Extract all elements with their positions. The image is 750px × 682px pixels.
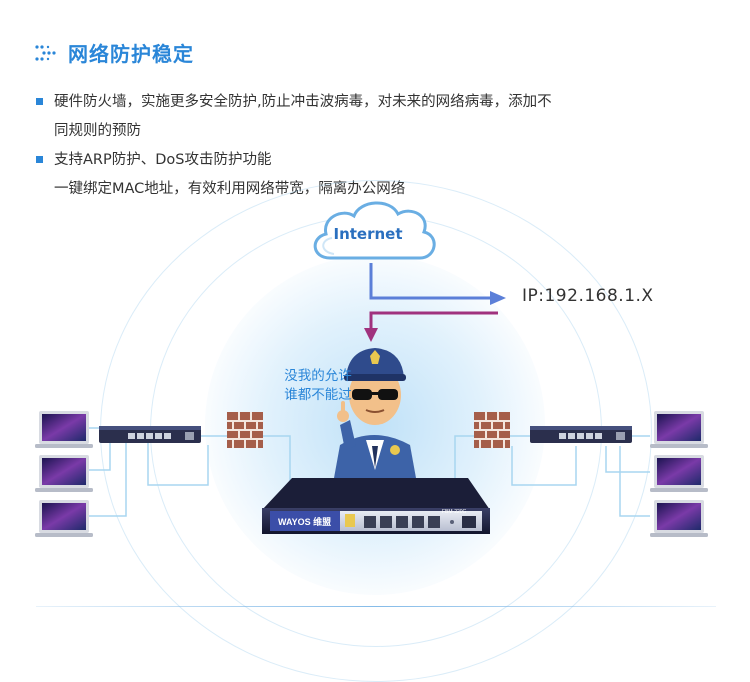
laptop-icon xyxy=(35,455,93,492)
title-text: 网络防护稳定 xyxy=(68,42,194,66)
bullet-text: 硬件防火墙，实施更多安全防护,防止冲击波病毒，对未来的网络病毒，添加不 xyxy=(54,94,552,110)
outbound-arrow-icon xyxy=(369,263,506,305)
laptop-icon xyxy=(650,455,708,492)
bullet-icon xyxy=(36,98,43,105)
bullet-text: 同规则的预防 xyxy=(54,123,141,139)
inbound-arrow-icon xyxy=(364,311,498,342)
laptop-icon xyxy=(650,500,708,537)
network-diagram: WAYOS 维盟 FBM-220G xyxy=(35,201,708,537)
section-title: 网络防护稳定 xyxy=(34,38,194,67)
list-item: 硬件防火墙，实施更多安全防护,防止冲击波病毒，对未来的网络病毒，添加不 同规则的… xyxy=(36,88,676,146)
bullet-icon xyxy=(36,156,43,163)
router-icon: WAYOS 维盟 FBM-220G xyxy=(262,478,490,534)
laptop-icon xyxy=(35,500,93,537)
cloud-label: Internet xyxy=(333,225,403,243)
switch-icon xyxy=(99,426,201,443)
internet-cloud-icon xyxy=(313,201,436,260)
laptop-icon xyxy=(35,411,93,448)
speech-line: 没我的允许 xyxy=(284,368,352,384)
speech-line: 谁都不能过 xyxy=(284,387,352,403)
switch-icon xyxy=(530,426,632,443)
bottom-divider xyxy=(36,606,716,607)
svg-text:FBM-220G: FBM-220G xyxy=(442,509,467,515)
firewall-icon xyxy=(227,412,263,448)
dots-arrow-icon xyxy=(35,44,56,61)
laptop-icon xyxy=(650,411,708,448)
ip-address-label: IP:192.168.1.X xyxy=(522,286,654,306)
bullet-text: 支持ARP防护、DoS攻击防护功能 xyxy=(54,152,272,168)
speech-text: 没我的允许 谁都不能过 xyxy=(278,367,358,405)
svg-text:WAYOS 维盟: WAYOS 维盟 xyxy=(278,516,331,527)
firewall-icon xyxy=(474,412,510,448)
